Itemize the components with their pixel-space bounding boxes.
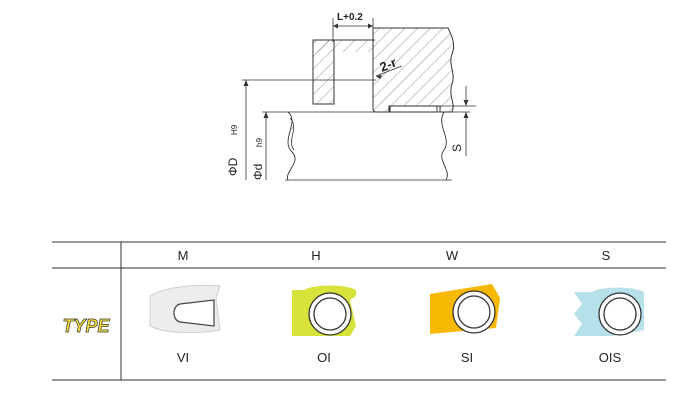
section-label: S [450, 144, 464, 152]
groove-width-label: L+0.2 [337, 12, 363, 23]
bore-diameter-label: ΦD [226, 157, 240, 176]
column-header-w: W [446, 248, 459, 263]
seal-oi-icon [292, 285, 356, 336]
groove-width-dimension: L+0.2 [332, 12, 374, 42]
column-header-h: H [311, 248, 320, 263]
housing-section [312, 27, 455, 113]
rod-body [285, 111, 452, 181]
seal-vi-icon [149, 284, 221, 334]
type-name-oi: OI [317, 350, 331, 365]
radius-label: 2-r [378, 55, 399, 75]
type-name-vi: VI [177, 350, 189, 365]
column-header-m: M [178, 248, 189, 263]
bore-tolerance: H9 [230, 124, 239, 135]
section-dimension: S [440, 86, 476, 156]
type-name-ois: OIS [599, 350, 622, 365]
type-name-si: SI [461, 350, 473, 365]
row-header-type: TYPE [62, 316, 110, 336]
rod-tolerance: h9 [255, 138, 264, 147]
seal-ois-icon [574, 287, 644, 336]
radius-callout: 2-r [375, 55, 403, 79]
rod-diameter-label: Φd [251, 164, 265, 180]
column-header-s: S [602, 248, 611, 263]
seal-si-icon [430, 284, 500, 334]
